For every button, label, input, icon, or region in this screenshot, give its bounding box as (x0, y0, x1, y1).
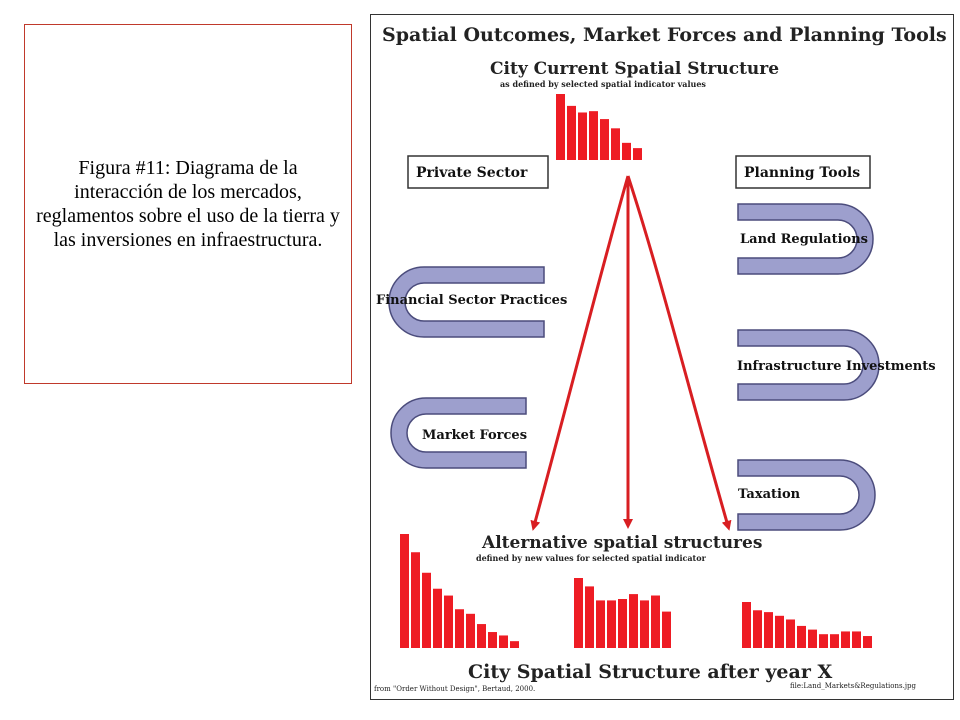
diagram: Spatial Outcomes, Market Forces and Plan… (374, 24, 947, 693)
after-year-heading: City Spatial Structure after year X (468, 661, 832, 683)
arrows (530, 175, 732, 531)
alternative-1-bar-6 (455, 609, 464, 648)
arrow-right (626, 175, 732, 531)
alternative-3-bar-1 (742, 602, 751, 648)
current-bar-7 (622, 142, 631, 160)
alternative-1-bar-4 (433, 588, 442, 648)
alternative-1-bar-10 (499, 635, 508, 648)
alternative-3-bar-2 (753, 610, 762, 648)
alternative-3-bar-3 (764, 612, 773, 648)
alternative-1-bar-5 (444, 595, 453, 648)
current-structure-subheading: as defined by selected spatial indicator… (500, 79, 706, 89)
source-note-right: file:Land_Markets&Regulations.jpg (790, 682, 916, 690)
alternative-3-bar-12 (863, 636, 872, 648)
alternative-2-bar-4 (607, 600, 616, 648)
alternatives-subheading: defined by new values for selected spati… (476, 553, 707, 563)
alternative-2-bar-6 (629, 594, 638, 648)
alternatives-heading: Alternative spatial structures (481, 533, 762, 553)
caption-box: Figura #11: Diagrama de la interacción d… (24, 24, 352, 384)
alternative-3-bar-8 (819, 634, 828, 648)
private-sector-label: Private Sector (416, 165, 528, 181)
market-forces-label: Market Forces (422, 428, 527, 443)
alternative-3-bar-6 (797, 625, 806, 648)
market-forces-u-shape (390, 397, 527, 469)
infrastructure-investments-u-shape (737, 329, 880, 401)
alternative-3-bar-5 (786, 619, 795, 648)
taxation-label: Taxation (738, 487, 801, 502)
alternative-1-bar-7 (466, 613, 475, 648)
alternative-2-bar-5 (618, 599, 627, 648)
financial-sector-practices-u-shape (388, 266, 545, 338)
alternative-3-bar-11 (852, 631, 861, 648)
alternative-1-bar-2 (411, 552, 420, 648)
current-bar-3 (578, 112, 587, 160)
alternative-bar-chart-2 (574, 578, 671, 648)
current-bar-8 (633, 148, 642, 160)
alternative-2-bar-3 (596, 600, 605, 648)
arrow-left (530, 175, 630, 531)
alternative-1-bar-3 (422, 572, 431, 648)
figure-frame (370, 14, 954, 700)
current-bar-5 (600, 119, 609, 160)
alternative-3-bar-9 (830, 634, 839, 648)
alternative-2-bar-8 (651, 595, 660, 648)
land-regulations-label: Land Regulations (740, 232, 868, 247)
planning-tools-label: Planning Tools (744, 165, 860, 181)
current-bar-1 (556, 94, 565, 160)
financial-sector-practices-label: Financial Sector Practices (376, 293, 567, 308)
alternative-1-bar-11 (510, 641, 519, 648)
current-bar-2 (567, 105, 576, 160)
alternative-bar-chart-3 (742, 602, 872, 648)
alternative-2-bar-7 (640, 600, 649, 648)
current-structure-heading: City Current Spatial Structure (490, 59, 779, 79)
current-bar-6 (611, 128, 620, 160)
diagram-title: Spatial Outcomes, Market Forces and Plan… (382, 24, 947, 46)
alternative-2-bar-1 (574, 578, 583, 648)
alternative-1-bar-1 (400, 534, 409, 648)
current-bar-4 (589, 111, 598, 160)
land-regulations-u-shape (737, 203, 874, 275)
alternative-2-bar-2 (585, 586, 594, 648)
current-bar-chart (556, 94, 642, 160)
private-sector-box (407, 155, 549, 189)
planning-tools-box (735, 155, 871, 189)
alternative-2-bar-9 (662, 611, 671, 648)
infrastructure-investments-label: Infrastructure Investments (737, 359, 936, 374)
alternative-bar-chart-1 (400, 534, 519, 648)
alternative-3-bar-10 (841, 631, 850, 648)
source-note-left: from "Order Without Design", Bertaud, 20… (374, 685, 535, 693)
alternative-3-bar-4 (775, 615, 784, 648)
alternative-3-bar-7 (808, 629, 817, 648)
caption-text: Figura #11: Diagrama de la interacción d… (36, 157, 340, 251)
alternative-1-bar-9 (488, 632, 497, 648)
alternative-1-bar-8 (477, 624, 486, 648)
taxation-u-shape (737, 459, 876, 531)
